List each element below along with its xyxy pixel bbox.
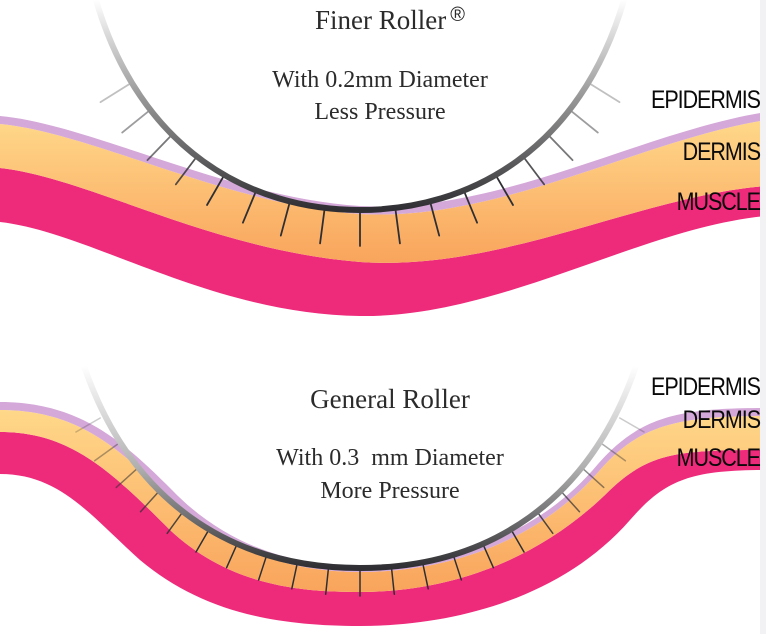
general-roller-title: General Roller [310,384,470,414]
needle [166,509,185,535]
needle [619,417,645,433]
needle [494,172,514,206]
needle [394,206,401,245]
needle [559,490,581,513]
needle [535,509,554,535]
needle [451,552,463,581]
panel-general-roller [0,365,766,626]
needle [601,443,627,462]
needle [588,82,621,104]
needle [139,490,161,513]
label-muscle: MUSCLE [676,444,761,472]
needle [546,133,574,162]
roller-rim [93,0,627,214]
needle [291,560,299,590]
pressure-text: Less Pressure [314,99,446,125]
needles [75,417,645,597]
muscle-layer [0,432,766,626]
label-epidermis: EPIDERMIS [651,86,761,114]
needle [324,565,330,595]
needle [421,560,429,590]
needle [121,109,152,134]
needle [115,467,138,489]
needle [241,188,258,224]
needle [390,565,396,595]
label-muscle: MUSCLE [676,188,761,216]
needle [146,133,174,162]
needle [582,467,605,489]
label-dermis: DERMIS [682,406,761,434]
title-text: Finer Roller [315,5,447,35]
needle [257,552,269,581]
diameter-text: With 0.2mm Diameter [272,67,488,93]
needle [75,417,101,433]
label-epidermis: EPIDERMIS [651,373,761,401]
needle [521,154,546,186]
panel-finer-roller [0,0,766,317]
needle [428,199,441,237]
roller-rim [81,365,639,572]
dermis-layer [0,120,766,263]
needle [319,206,326,245]
needle [279,199,292,237]
needle [99,82,132,104]
needle [93,443,119,462]
needle [174,154,199,186]
epidermis-layer [0,402,766,572]
diameter-text: With 0.3 mm Diameter [276,445,504,471]
label-dermis: DERMIS [682,138,761,166]
needle [568,109,599,134]
needle [462,188,479,224]
epidermis-layer [0,112,766,215]
finer-roller-title: Finer Roller® [250,4,530,36]
muscle-layer [0,168,766,317]
dermis-layer [0,410,766,592]
needles [99,82,621,247]
pressure-text: More Pressure [320,478,460,504]
edge-strip [760,0,766,634]
needle [206,172,226,206]
registered-mark: ® [450,4,465,26]
